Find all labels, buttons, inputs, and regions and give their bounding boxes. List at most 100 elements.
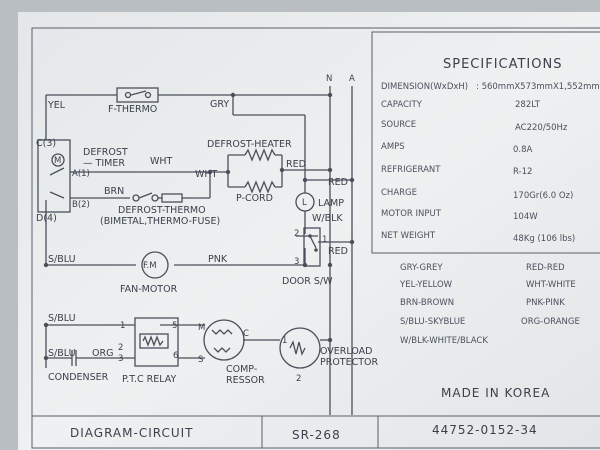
terminal-d4: D(4) [36,213,57,224]
legend-item: PNK-PINK [526,298,565,308]
overload-label-2: PROTECTOR [320,357,379,368]
spec-row: AMPS 0.8A [381,142,533,155]
footer-part-no: 44752-0152-34 [432,423,538,437]
lamp-l: L [302,198,307,208]
spec-row: MOTOR INPUT 104W [381,209,538,222]
color-legend: GRY-GREY RED-RED YEL-YELLOW WHT-WHITE BR… [399,263,580,346]
terminal-b2: B(2) [72,200,90,210]
wire-s-blu-c: S/BLU [48,348,76,359]
defrost-timer-label-1: DEFROST [83,147,128,158]
spec-row: NET WEIGHT 48Kg (106 lbs) [381,231,575,244]
condenser-symbol [71,350,100,366]
overload-terminal-1: 1 [282,336,287,346]
ptc-relay-label: P.T.C RELAY [122,374,176,385]
lamp-symbol [295,192,315,212]
footer-diagram: DIAGRAM-CIRCUIT [70,426,194,440]
terminal-n: N [326,74,332,84]
defrost-heater-label: DEFROST-HEATER [207,139,292,150]
wire-yel: YEL [47,100,66,111]
fan-motor-label: FAN-MOTOR [120,284,178,295]
spec-row: CHARGE 170Gr(6.0 Oz) [381,188,573,201]
p-cord-symbol [244,180,276,194]
p-cord-label: P-CORD [236,193,273,204]
overload-terminal-2: 2 [296,374,301,384]
compressor-label-2: RESSOR [226,375,265,386]
spec-value: AC220/50Hz [515,123,568,133]
label-paper [18,12,600,450]
wire-s-blu-a: S/BLU [48,254,76,265]
circuit-labels: N A YEL F-THERMO GRY C(3) A(1) B(2) D(4)… [36,74,379,386]
circuit-wires [45,86,353,415]
label-border [31,27,600,449]
spec-value: 282LT [515,100,541,110]
wire-brn: BRN [104,186,124,197]
compressor-c: C [243,329,249,339]
defrost-timer-label-2: — TIMER [83,158,125,169]
wire-gry: GRY [210,99,229,110]
spec-row: SOURCE AC220/50Hz [381,120,568,133]
legend-item: RED-RED [526,263,565,273]
relay-terminal-2: 2 [118,343,123,353]
terminal-a1: A(1) [72,169,90,179]
spec-label: MOTOR INPUT [381,209,442,219]
defrost-thermo-symbol [132,192,190,203]
specifications-heading: SPECIFICATIONS [443,57,562,72]
compressor-s: S [198,355,203,365]
wire-red-b: RED [328,177,348,188]
legend-item: YEL-YELLOW [399,280,453,290]
overload-label-1: OVERLOAD [320,346,373,357]
terminal-a: A [349,74,355,84]
legend-item: W/BLK-WHITE/BLACK [400,336,488,346]
timer-m: M [54,156,61,166]
spec-label: NET WEIGHT [381,231,436,241]
fan-motor-symbol: F.M [141,251,169,279]
relay-terminal-3: 3 [118,354,123,364]
spec-value: 170Gr(6.0 Oz) [513,191,573,201]
spec-value: : 560mmX573mmX1,552mm [476,82,600,92]
wire-w-blk: W/BLK [312,213,343,224]
switch-terminal-2: 2 [294,229,299,239]
door-switch-symbol [303,227,321,267]
spec-value: R-12 [513,167,532,177]
compressor-symbol [203,319,245,361]
fan-motor-fm: F.M [143,261,157,271]
compressor-label-1: COMP- [226,364,257,375]
legend-item: S/BLU-SKYBLUE [400,317,465,327]
spec-row: DIMENSION(WxDxH) : 560mmX573mmX1,552mm [381,82,600,92]
door-switch-label: DOOR S/W [282,276,333,287]
overload-protector-symbol [279,327,321,369]
legend-item: ORG-ORANGE [521,317,580,327]
legend-item: WHT-WHITE [526,280,576,290]
spec-value: 104W [513,212,538,222]
relay-terminal-6: 6 [173,351,178,361]
terminal-c3: C(3) [36,138,56,149]
wire-wht-a: WHT [150,156,173,167]
spec-label: SOURCE [381,120,416,130]
ptc-relay-symbol [134,317,179,367]
wire-red-c: RED [328,246,348,257]
specifications-panel: SPECIFICATIONS DIMENSION(WxDxH) : 560mmX… [381,57,600,244]
spec-label: REFRIGERANT [381,165,441,175]
switch-terminal-1: 1 [322,235,327,245]
defrost-timer-symbol: M [37,139,71,213]
footer: DIAGRAM-CIRCUIT SR-268 44752-0152-34 [70,423,538,442]
f-thermo-symbol [116,87,159,103]
defrost-heater-symbol [244,148,276,162]
wire-red-a: RED [286,159,306,170]
made-in-label: MADE IN KOREA [441,386,550,400]
defrost-thermo-label-2: (BIMETAL,THERMO-FUSE) [100,216,220,227]
footer-model: SR-268 [292,428,341,442]
spec-value: 0.8A [513,145,533,155]
spec-label: AMPS [381,142,405,152]
spec-row: CAPACITY 282LT [381,100,541,110]
wire-s-blu-b: S/BLU [48,313,76,324]
f-thermo-label: F-THERMO [108,104,157,115]
legend-item: BRN-BROWN [400,298,454,308]
switch-terminal-3: 3 [294,257,299,267]
defrost-thermo-label-1: DEFROST-THERMO [118,205,206,216]
spec-label: CHARGE [381,188,417,198]
relay-terminal-5: 5 [172,321,177,331]
relay-terminal-1: 1 [120,321,125,331]
spec-label: DIMENSION(WxDxH) [381,82,468,92]
